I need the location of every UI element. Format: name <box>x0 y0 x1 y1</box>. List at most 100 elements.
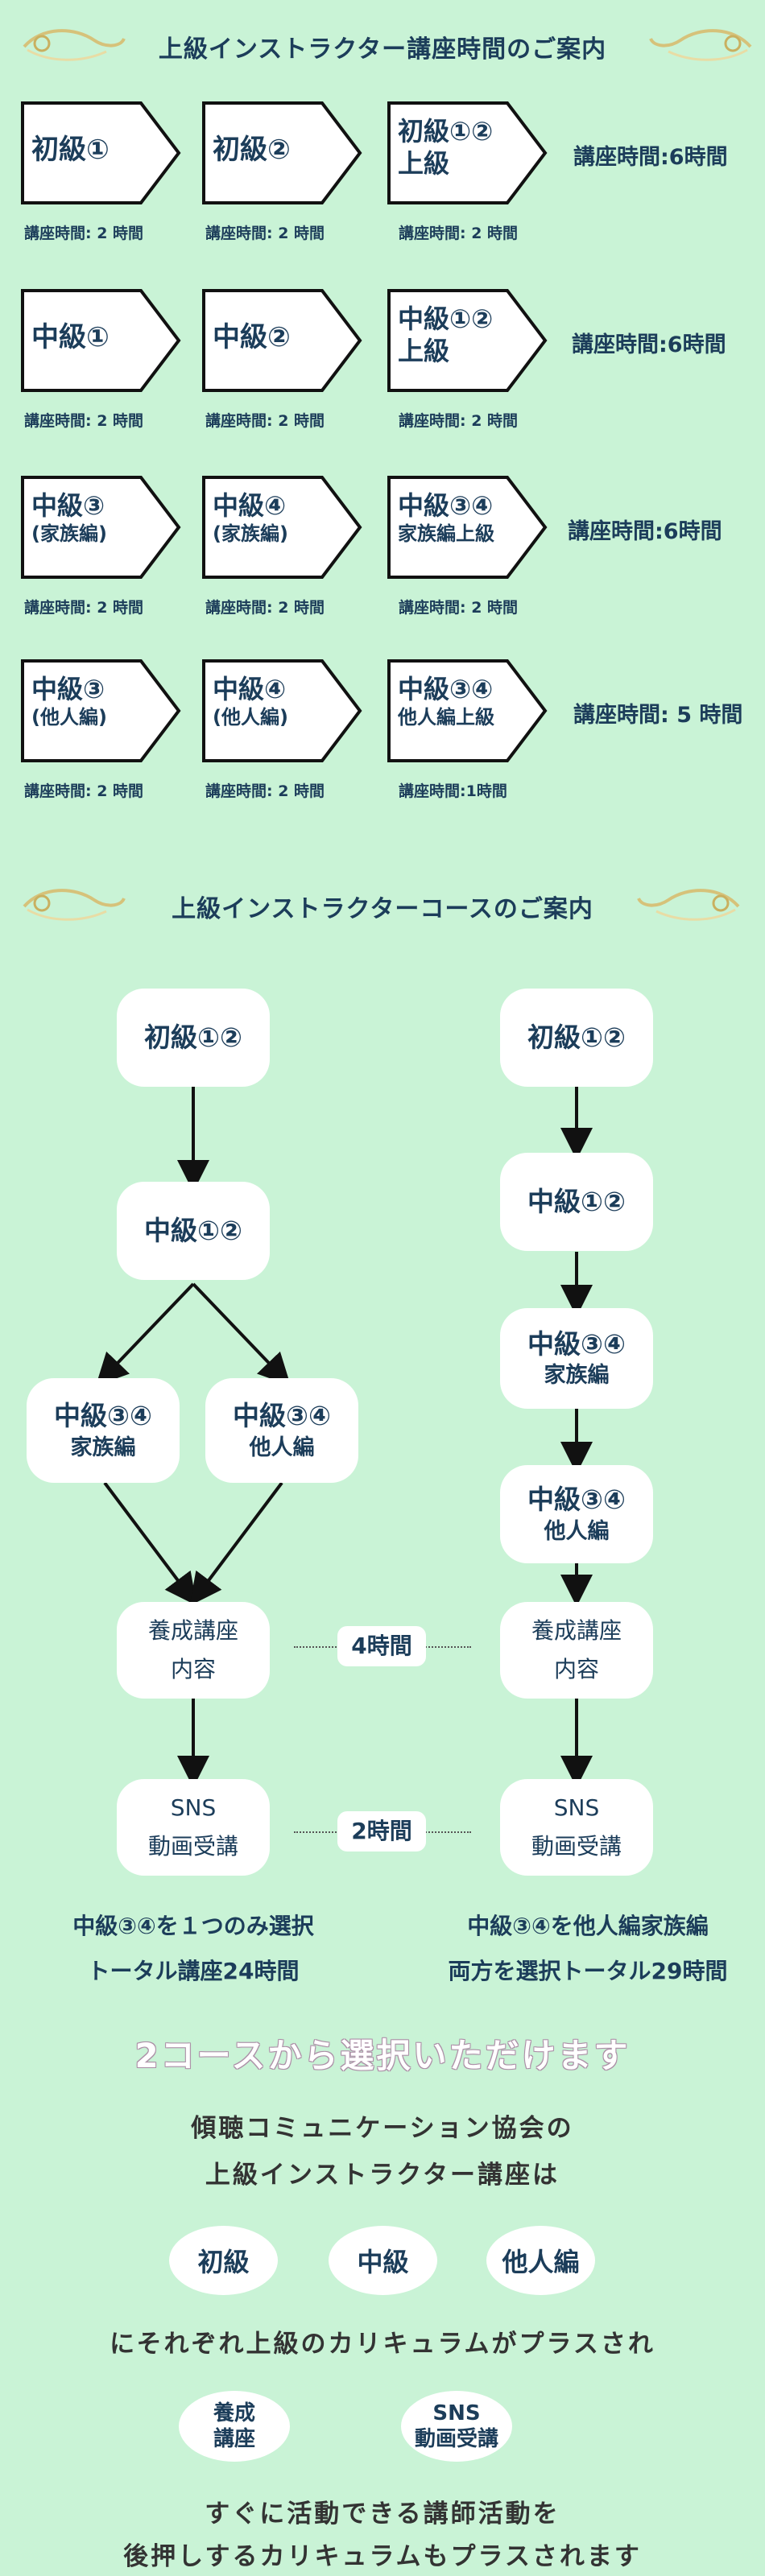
course-label-line: 初級①② <box>398 116 494 147</box>
flourish-left-icon <box>23 29 126 61</box>
left-summary: 中級③④を１つのみ選択 トータル講座24時間 <box>72 1913 314 1984</box>
time-pill-4h: 4時間 <box>337 1626 426 1666</box>
pentagon-arrow-shape <box>202 101 362 204</box>
course-arrow-label: 初級② <box>213 133 291 167</box>
time-pill-2h: 2時間 <box>337 1811 426 1852</box>
extra-training: 養成 講座 <box>179 2391 290 2462</box>
course-label-line: 中級③④ <box>398 490 494 521</box>
course-time-caption: 講座時間: 2 時間 <box>205 782 325 800</box>
tag-intermediate: 中級 <box>329 2226 437 2295</box>
course-label-line: (家族編) <box>213 522 288 545</box>
flowchart-arrows <box>95 1087 593 1788</box>
course-arrow-label: 初級① <box>31 133 110 167</box>
course-choice-headline: 2コースから選択いただけます <box>134 2036 631 2075</box>
course-label-line: 他人編上級 <box>398 706 494 729</box>
course-label-line: 中級④ <box>213 490 287 521</box>
course-label-line: (家族編) <box>31 522 107 545</box>
right-node-training: 養成講座 内容 <box>500 1602 653 1699</box>
flourish-right-icon <box>637 889 740 921</box>
left-node-beginner: 初級①② <box>117 989 270 1087</box>
course-label-line: (他人編) <box>31 706 107 729</box>
course-arrow-label: 中級③(他人編) <box>31 673 107 729</box>
row-total-time: 講座時間: 5 時間 <box>573 703 743 728</box>
right-node-others: 中級③④ 他人編 <box>500 1465 653 1563</box>
course-label-line: 家族編上級 <box>398 522 494 545</box>
course-arrow-label: 中級④(家族編) <box>213 489 288 546</box>
course-time-caption: 講座時間: 2 時間 <box>205 599 325 617</box>
course-time-caption: 講座時間: 2 時間 <box>24 599 144 617</box>
course-arrow-box: 中級② <box>201 288 362 393</box>
pentagon-arrow-shape <box>21 476 181 579</box>
right-node-sns: SNS 動画受講 <box>500 1779 653 1876</box>
flourish-right-icon <box>649 29 752 61</box>
course-arrow-box: 中級④(他人編) <box>201 658 362 763</box>
left-node-others: 中級③④ 他人編 <box>205 1378 358 1483</box>
intro-line-2: 上級インストラクター講座は <box>205 2161 560 2190</box>
section2-title: 上級インストラクターコースのご案内 <box>172 895 593 923</box>
extra-sns: SNS 動画受講 <box>401 2391 512 2462</box>
section2-heading: 上級インストラクターコースのご案内 <box>0 876 765 932</box>
course-label-line: 中級③ <box>31 674 105 704</box>
course-label-line: 初級① <box>31 134 110 166</box>
row-total-time: 講座時間:6時間 <box>573 145 728 170</box>
pentagon-arrow-shape <box>202 659 362 762</box>
course-label-line: 初級② <box>213 134 291 166</box>
course-time-caption: 講座時間: 2 時間 <box>24 412 144 430</box>
section1-heading: 上級インストラクター講座時間のご案内 <box>0 16 765 72</box>
left-node-sns: SNS 動画受講 <box>117 1779 270 1876</box>
left-node-family: 中級③④ 家族編 <box>27 1378 180 1483</box>
closing-line-1: すぐに活動できる講師活動を <box>205 2500 560 2529</box>
course-label-line: 上級 <box>398 148 450 179</box>
course-label-line: 中級② <box>213 321 291 353</box>
pentagon-arrow-shape <box>387 659 548 762</box>
tag-others: 他人編 <box>486 2226 595 2295</box>
course-time-caption: 講座時間: 2 時間 <box>399 225 519 242</box>
course-arrow-box: 中級① <box>20 288 181 393</box>
pentagon-arrow-shape <box>21 659 181 762</box>
pentagon-arrow-shape <box>387 476 548 579</box>
course-label-line: 中級④ <box>213 674 287 704</box>
pentagon-arrow-shape <box>202 476 362 579</box>
course-label-line: 中級① <box>31 321 110 353</box>
pentagon-arrow-shape <box>387 101 548 204</box>
course-label-line: (他人編) <box>213 706 288 729</box>
course-time-caption: 講座時間: 2 時間 <box>399 599 519 617</box>
course-time-caption: 講座時間: 2 時間 <box>205 412 325 430</box>
course-time-caption: 講座時間: 2 時間 <box>24 225 144 242</box>
course-arrow-box: 初級② <box>201 101 362 205</box>
course-arrow-label: 中級③(家族編) <box>31 489 107 546</box>
course-arrow-label: 中級④(他人編) <box>213 673 288 729</box>
course-arrow-box: 中級③(家族編) <box>20 475 181 580</box>
course-label-line: 中級①② <box>398 303 494 334</box>
right-summary: 中級③④を他人編家族編 両方を選択トータル29時間 <box>448 1913 728 1984</box>
course-arrow-box: 中級③(他人編) <box>20 658 181 763</box>
pentagon-arrow-shape <box>21 101 181 204</box>
right-node-beginner: 初級①② <box>500 989 653 1087</box>
course-arrow-label: 中級① <box>31 320 110 355</box>
pentagon-arrow-shape <box>387 289 548 392</box>
course-label-line: 中級③④ <box>398 674 494 704</box>
right-node-family: 中級③④ 家族編 <box>500 1308 653 1409</box>
flourish-left-icon <box>23 889 126 921</box>
course-time-caption: 講座時間: 2 時間 <box>399 412 519 430</box>
course-arrow-box: 中級④(家族編) <box>201 475 362 580</box>
course-time-caption: 講座時間: 2 時間 <box>24 782 144 800</box>
row-total-time: 講座時間:6時間 <box>568 519 722 544</box>
pentagon-arrow-shape <box>202 289 362 392</box>
course-label-line: 上級 <box>398 336 450 366</box>
course-label-line: 中級③ <box>31 490 105 521</box>
course-time-caption: 講座時間: 2 時間 <box>205 225 325 242</box>
right-node-intermediate: 中級①② <box>500 1153 653 1251</box>
closing-line-2: 後押しするカリキュラムもプラスされます <box>123 2542 642 2571</box>
intro-line-1: 傾聴コミュニケーション協会の <box>191 2114 574 2143</box>
left-node-training: 養成講座 内容 <box>117 1602 270 1699</box>
tag-beginner: 初級 <box>169 2226 278 2295</box>
curriculum-line: にそれぞれ上級のカリキュラムがプラスされ <box>110 2330 655 2359</box>
